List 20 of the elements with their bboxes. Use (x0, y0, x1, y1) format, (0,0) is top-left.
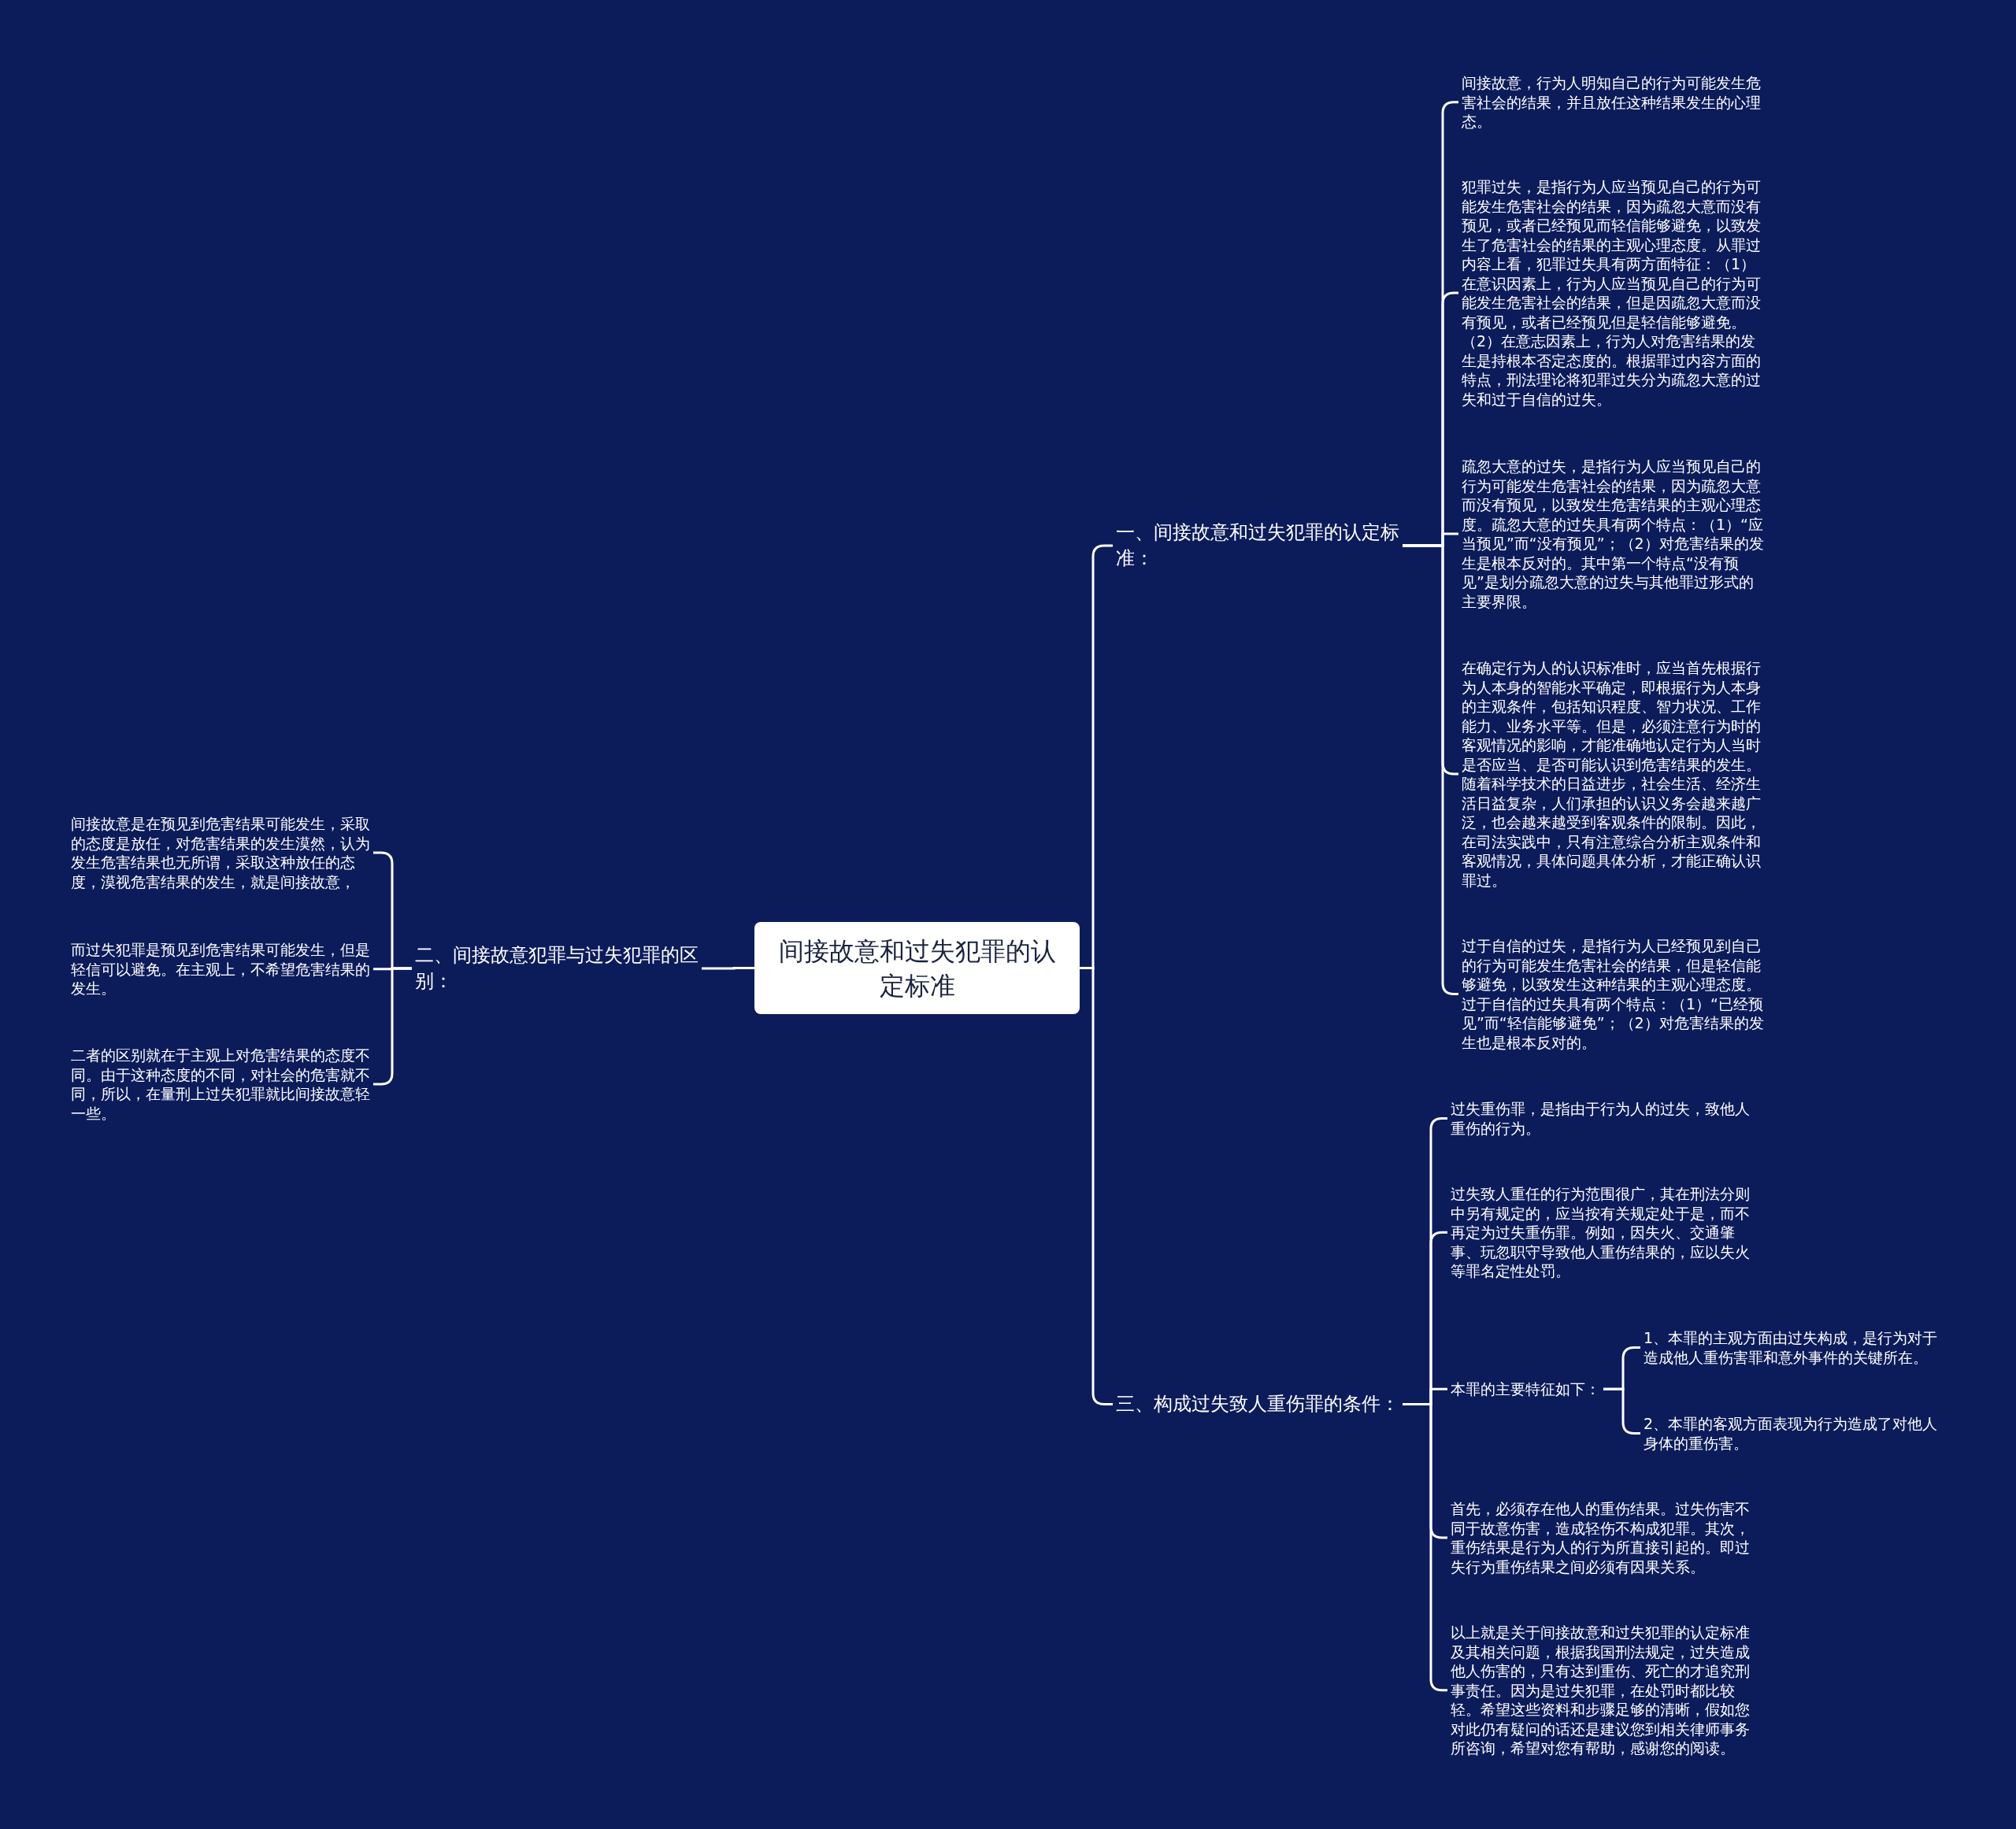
topic-text: 以上就是关于间接故意和过失犯罪的认定标准及其相关问题，根据我国刑法规定，过失造成他人伤害的，只有达到重伤、死亡的才追究刑事责任。因为是过失犯罪，在处罚时都比较轻。希望这些资料和步骤足够的清晰，假如您对此仍有疑问的话还是建议您到相关律师事务所咨询，希望对您有帮助，感谢您的阅读。 (1451, 1623, 1758, 1758)
topic-text: 间接故意，行为人明知自己的行为可能发生危害社会的结果，并且放任这种结果发生的心理态。 (1462, 73, 1766, 131)
topic-text: 二者的区别就在于主观上对危害结果的态度不同。由于这种态度的不同，对社会的危害就不同，所以，在量刑上过失犯罪就比间接故意轻一些。 (71, 1046, 375, 1123)
topic-text: 过失重伤罪，是指由于行为人的过失，致他人重伤的行为。 (1451, 1099, 1758, 1138)
connector-line (702, 967, 754, 970)
topic-text: 而过失犯罪是预见到危害结果可能发生，但是轻信可以避免。在主观上，不希望危害结果的发生。 (71, 940, 375, 998)
topic-text: 过于自信的过失，是指行为人已经预见到自已的行为可能发生危害社会的结果，但是轻信能够避免，以致发生这种结果的主观心理态度。过于自信的过失具有两个特点：（1）“已经预见”而“轻信能够避免”；（2）对危害结果的发生也是根本反对的。 (1462, 936, 1766, 1052)
topic-text: 间接故意是在预见到危害结果可能发生，采取的态度是放任，对危害结果的发生漠然，认为发生危害结果也无所谓，采取这种放任的态度，漠视危害结果的发生，就是间接故意， (71, 814, 375, 891)
topic-text: 1、本罪的主观方面由过失构成，是行为对于造成他人重伤害罪和意外事件的关键所在。 (1644, 1328, 1947, 1367)
branch-topic: 三、构成过失致人重伤罪的条件： (1116, 1391, 1415, 1417)
topic-text: 在确定行为人的认识标准时，应当首先根据行为人本身的智能水平确定，即根据行为人本身的主观条件，包括知识程度、智力状况、工作能力、业务水平等。但是，必须注意行为时的客观情况的影响，才能准确地认定行为人当时是否应当、是否可能认识到危害结果的发生。随着科学技术的日益进步，社会生活、经济生活日益复杂，人们承担的认识义务会越来越广泛，也会越来越受到客观条件的限制。因此，在司法实践中，只有注意综合分析主观条件和客观情况，具体问题具体分析，才能正确认识罪过。 (1462, 658, 1766, 890)
topic-text: 首先，必须存在他人的重伤结果。过失伤害不同于故意伤害，造成轻伤不构成犯罪。其次，重伤结果是行为人的行为所直接引起的。即过失行为重伤结果之间必须有因果关系。 (1451, 1499, 1758, 1576)
root-topic-box: 间接故意和过失犯罪的认定标准 (754, 922, 1080, 1014)
topic-text: 过失致人重任的行为范围很广，其在刑法分则中另有规定的，应当按有关规定处于是，而不再定为过失重伤罪。例如，因失火、交通肇事、玩忽职守导致他人重伤结果的，应以失火等罪名定性处罚。 (1451, 1184, 1758, 1281)
branch-topic: 一、间接故意和过失犯罪的认定标准： (1116, 520, 1415, 572)
topic-text: 疏忽大意的过失，是指行为人应当预见自己的行为可能发生危害社会的结果，因为疏忽大意而没有预见，以致发生危害结果的主观心理态度。疏忽大意的过失具有两个特点：（1）“应当预见”而“没有预见”；（2）对危害结果的发生是根本反对的。其中第一个特点“没有预见”是划分疏忽大意的过失与其他罪过形式的主要界限。 (1462, 457, 1766, 611)
branch-topic: 二、间接故意犯罪与过失犯罪的区别： (415, 942, 714, 994)
topic-text: 犯罪过失，是指行为人应当预见自己的行为可能发生危害社会的结果，因为疏忽大意而没有预见，或者已经预见而轻信能够避免，以致发生了危害社会的结果的主观心理态度。从罪过内容上看，犯罪过失具有两方面特征：（1）在意识因素上，行为人应当预见自己的行为可能发生危害社会的结果，但是因疏忽大意而没有预见，或者已经预见但是轻信能够避免。（2）在意志因素上，行为人对危害结果的发生是持根本否定态度的。根据罪过内容方面的特点，刑法理论将犯罪过失分为疏忽大意的过失和过于自信的过失。 (1462, 177, 1766, 409)
topic-text: 本罪的主要特征如下： (1451, 1379, 1600, 1399)
topic-text: 2、本罪的客观方面表现为行为造成了对他人身体的重伤害。 (1644, 1414, 1947, 1453)
